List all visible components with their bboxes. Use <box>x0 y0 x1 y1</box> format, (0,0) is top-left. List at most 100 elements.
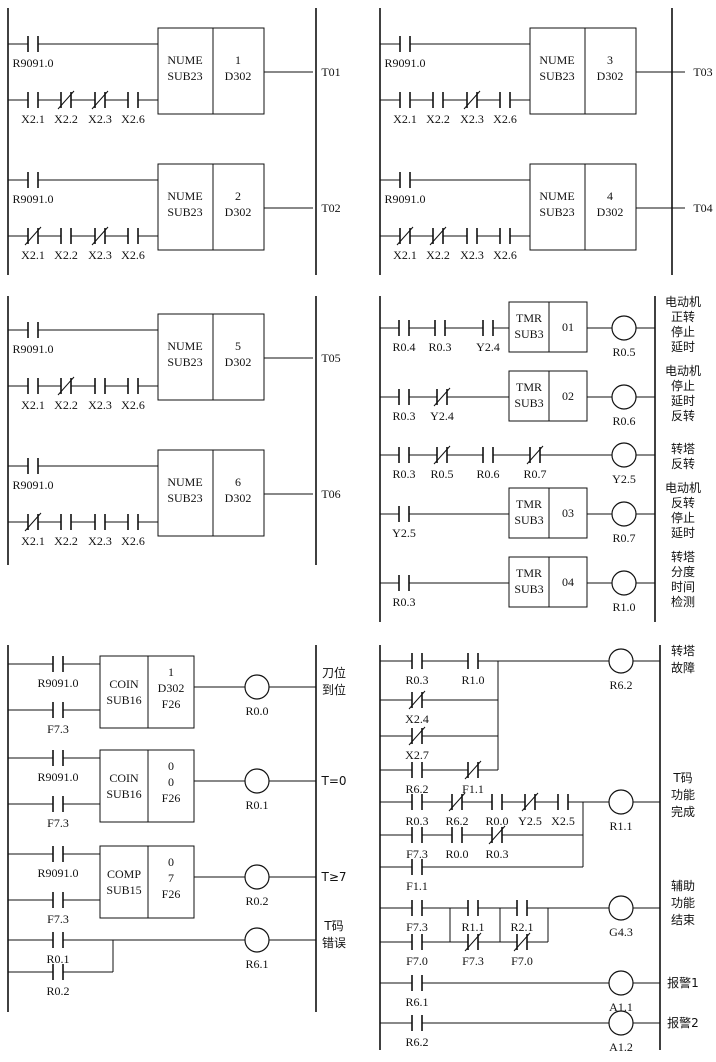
coil-label: A1.1 <box>609 1000 633 1014</box>
function-param: D302 <box>597 205 624 219</box>
compare-param: F26 <box>162 697 181 711</box>
function-param: 1 <box>235 53 241 67</box>
coil <box>611 315 637 341</box>
contact-label: F7.0 <box>406 954 428 968</box>
function-sub: SUB23 <box>167 491 202 505</box>
contact-label: R9091.0 <box>12 56 53 70</box>
contact-label: X2.2 <box>54 398 78 412</box>
coil <box>244 864 270 890</box>
compare-param: F26 <box>162 791 181 805</box>
annotation-text: T码 <box>672 771 692 785</box>
contact-slash <box>396 226 414 246</box>
contact-label: F7.3 <box>462 954 484 968</box>
annotation-text: T=0 <box>320 774 346 788</box>
timer-box <box>508 487 588 539</box>
contact-label: X2.2 <box>426 248 450 262</box>
coil <box>244 674 270 700</box>
contact-slash <box>24 226 42 246</box>
function-param: D302 <box>225 69 252 83</box>
contact-label: X2.1 <box>21 398 45 412</box>
contact-label: X2.1 <box>393 248 417 262</box>
contact-label: X2.1 <box>21 248 45 262</box>
contact-label: X2.3 <box>88 112 112 126</box>
annotation-text: 停止 <box>671 510 695 525</box>
compare-param: 0 <box>168 775 174 789</box>
coil-label: A1.2 <box>609 1040 633 1054</box>
annotation-text: 电动机 <box>665 364 701 378</box>
annotation-text: 报警2 <box>667 1015 699 1030</box>
function-name: NUME <box>167 53 202 67</box>
contact-slash <box>24 512 42 532</box>
contact-label: X2.3 <box>88 534 112 548</box>
contact-label: F1.1 <box>406 879 428 893</box>
contact-label: X2.3 <box>460 112 484 126</box>
coil-label: R6.2 <box>609 678 632 692</box>
contact-slash <box>513 932 531 952</box>
coil <box>244 768 270 794</box>
coil <box>611 501 637 527</box>
annotation-text: 错误 <box>322 936 346 950</box>
contact-label: R9091.0 <box>12 478 53 492</box>
contact-label: X2.3 <box>88 248 112 262</box>
annotation-text: T≥7 <box>320 870 346 884</box>
function-box <box>529 163 637 251</box>
annotation-text: 反转 <box>671 456 695 471</box>
annotation-text: 反转 <box>671 408 695 423</box>
contact-label: F7.3 <box>47 816 69 830</box>
contact-label: R9091.0 <box>12 342 53 356</box>
compare-name: COIN <box>109 771 139 785</box>
function-name: NUME <box>167 475 202 489</box>
contact-slash <box>464 932 482 952</box>
coil <box>608 970 634 996</box>
contact-label: R0.3 <box>428 340 451 354</box>
function-box <box>157 163 265 251</box>
coil-label: R0.2 <box>245 894 268 908</box>
compare-param: 0 <box>168 759 174 773</box>
coil <box>608 789 634 815</box>
contact-label: R6.2 <box>405 1035 428 1049</box>
output-label: T03 <box>693 65 712 79</box>
contact-label: F7.3 <box>47 912 69 926</box>
contact-label: Y2.5 <box>518 814 542 828</box>
contact-label: X2.1 <box>21 112 45 126</box>
annotation-text: 结束 <box>671 913 695 927</box>
contact-label: X2.2 <box>426 112 450 126</box>
function-param: 3 <box>607 53 613 67</box>
contact-label: X2.2 <box>54 112 78 126</box>
annotation-text: 时间 <box>671 580 695 594</box>
contact-slash <box>57 90 75 110</box>
timer-sub: SUB3 <box>514 582 543 596</box>
contact-slash <box>408 690 426 710</box>
contact-label: R6.1 <box>405 995 428 1009</box>
contact-label: R9091.0 <box>384 192 425 206</box>
contact-label: R9091.0 <box>37 770 78 784</box>
contact-slash <box>464 760 482 780</box>
function-name: NUME <box>167 189 202 203</box>
function-name: NUME <box>539 53 574 67</box>
contact-label: R0.3 <box>392 409 415 423</box>
annotation-text: 延时 <box>671 526 695 540</box>
annotation-text: 转塔 <box>671 643 695 658</box>
contact-label: R0.5 <box>430 467 453 481</box>
contact-label: Y2.4 <box>476 340 500 354</box>
timer-name: TMR <box>516 566 542 580</box>
compare-box <box>99 845 195 919</box>
contact-label: R0.4 <box>392 340 415 354</box>
timer-number: 04 <box>562 575 574 589</box>
output-label: T05 <box>321 351 340 365</box>
timer-box <box>508 370 588 422</box>
annotation-text: 转塔 <box>671 441 695 456</box>
compare-box <box>99 749 195 823</box>
timer-name: TMR <box>516 380 542 394</box>
function-param: D302 <box>597 69 624 83</box>
annotation-text: 分度 <box>671 564 695 579</box>
contact-label: X2.6 <box>121 112 145 126</box>
contact-slash <box>488 825 506 845</box>
function-box <box>529 27 637 115</box>
contact-label: X2.6 <box>121 534 145 548</box>
timer-number: 02 <box>562 389 574 403</box>
contact-label: X2.1 <box>21 534 45 548</box>
coil-label: R0.6 <box>612 414 635 428</box>
annotation-text: T码 <box>323 919 343 933</box>
